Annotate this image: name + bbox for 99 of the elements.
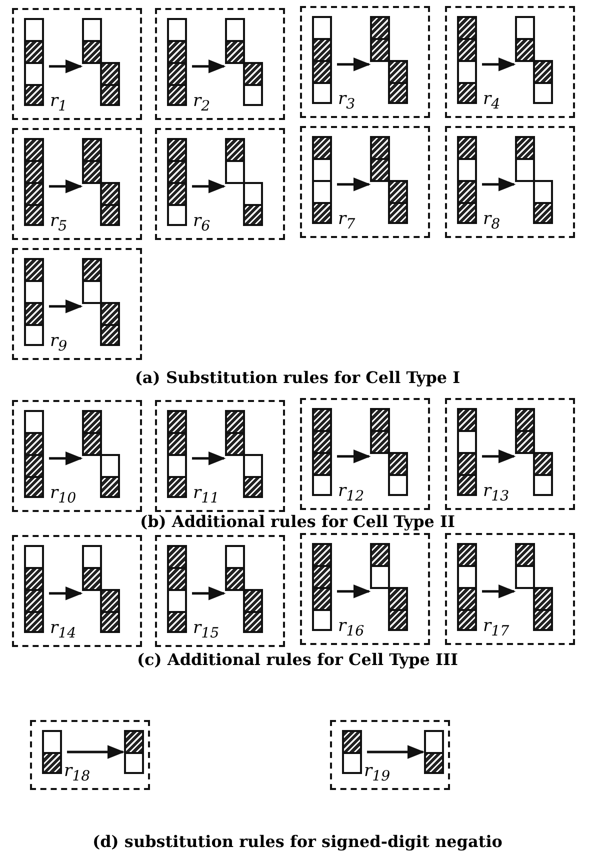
arrow [337, 449, 371, 464]
rule-label: r$_{5}$ [50, 212, 68, 236]
cell-staircase-drawing [82, 258, 120, 346]
cell-column-drawing [167, 545, 187, 633]
cell-column-drawing [312, 16, 332, 104]
rule-label: r$_{10}$ [50, 484, 76, 508]
cell-staircase-drawing [515, 408, 553, 496]
cell-staircase-drawing [370, 136, 408, 224]
caption: (b) Additional rules for Cell Type II [139, 512, 456, 531]
cell-staircase-drawing [225, 18, 263, 106]
rule-label: r$_{11}$ [193, 484, 220, 508]
rule-frame [12, 248, 142, 360]
cell-column-drawing [312, 408, 332, 496]
rule-label: r$_{6}$ [193, 212, 210, 236]
cell-staircase-drawing [370, 543, 408, 631]
cell-column-drawing [167, 18, 187, 106]
caption: (c) Additional rules for Cell Type III [136, 650, 460, 669]
cell-column-drawing [24, 545, 44, 633]
cell-staircase-drawing [82, 545, 120, 633]
cell-column-drawing [424, 730, 444, 774]
rule-frame [155, 400, 285, 512]
cell-staircase-drawing [225, 410, 263, 498]
cell-staircase-drawing [515, 16, 553, 104]
arrow [49, 299, 83, 314]
cell-column-drawing [42, 730, 62, 774]
rule-label: r$_{2}$ [193, 92, 210, 116]
rule-label: r$_{15}$ [193, 619, 220, 642]
arrow [482, 449, 516, 464]
caption: (d) substitution rules for signed-digit negatio [92, 832, 504, 851]
arrow [337, 584, 371, 598]
cell-column-drawing [457, 408, 477, 496]
rule-frame [12, 535, 142, 647]
arrow [49, 451, 83, 466]
cell-staircase-drawing [515, 136, 553, 224]
rule-label: r$_{3}$ [338, 90, 356, 114]
cell-staircase-drawing [370, 408, 408, 496]
arrow [192, 586, 226, 600]
arrow [337, 57, 371, 72]
cell-column-drawing [312, 136, 332, 224]
arrow [192, 59, 226, 74]
cell-column-drawing [167, 410, 187, 498]
rule-frame [12, 128, 142, 240]
rule-frame [300, 398, 430, 510]
rule-label: r$_{7}$ [338, 210, 356, 234]
cell-staircase-drawing [82, 410, 120, 498]
arrow [192, 451, 226, 466]
arrow [49, 59, 83, 74]
arrow [482, 584, 516, 598]
rule-frame [12, 8, 142, 120]
cell-column-drawing [24, 18, 44, 106]
arrow [367, 745, 425, 759]
arrow [482, 57, 516, 72]
cell-column-drawing [457, 543, 477, 631]
rule-frame [445, 126, 575, 238]
rule-label: r$_{8}$ [483, 210, 500, 234]
cell-column-drawing [124, 730, 144, 774]
rule-label: r$_{9}$ [50, 332, 68, 356]
cell-staircase-drawing [82, 18, 120, 106]
cell-staircase-drawing [370, 16, 408, 104]
cell-staircase-drawing [82, 138, 120, 226]
rule-frame [445, 6, 575, 118]
rule-label: r$_{12}$ [338, 482, 364, 506]
cell-column-drawing [24, 258, 44, 346]
rule-frame [300, 126, 430, 238]
rule-frame [12, 400, 142, 512]
arrow [337, 177, 371, 192]
rule-label: r$_{13}$ [483, 482, 510, 506]
cell-column-drawing [312, 543, 332, 631]
rule-frame [300, 6, 430, 118]
arrow [49, 179, 83, 194]
cell-column-drawing [167, 138, 187, 226]
rule-label: r$_{18}$ [64, 762, 90, 786]
arrow [482, 177, 516, 192]
rule-frame [330, 720, 450, 790]
cell-staircase-drawing [225, 545, 263, 633]
rule-frame [300, 533, 430, 645]
cell-column-drawing [342, 730, 362, 774]
rule-frame [445, 533, 575, 645]
cell-column-drawing [24, 138, 44, 226]
cell-column-drawing [457, 16, 477, 104]
arrow [67, 745, 125, 759]
rule-frame [155, 8, 285, 120]
rule-label: r$_{14}$ [50, 619, 76, 642]
rule-label: r$_{4}$ [483, 90, 500, 114]
rule-label: r$_{19}$ [364, 762, 390, 786]
rule-frame [155, 535, 285, 647]
arrow [192, 179, 226, 194]
cell-column-drawing [24, 410, 44, 498]
rule-label: r$_{17}$ [483, 617, 510, 640]
rule-frame [155, 128, 285, 240]
caption: (a) Substitution rules for Cell Type I [134, 368, 462, 387]
cell-staircase-drawing [225, 138, 263, 226]
rule-frame [30, 720, 150, 790]
cell-column-drawing [457, 136, 477, 224]
rule-frame [445, 398, 575, 510]
rule-label: r$_{1}$ [50, 92, 68, 116]
rule-label: r$_{16}$ [338, 617, 364, 640]
cell-staircase-drawing [515, 543, 553, 631]
arrow [49, 586, 83, 600]
